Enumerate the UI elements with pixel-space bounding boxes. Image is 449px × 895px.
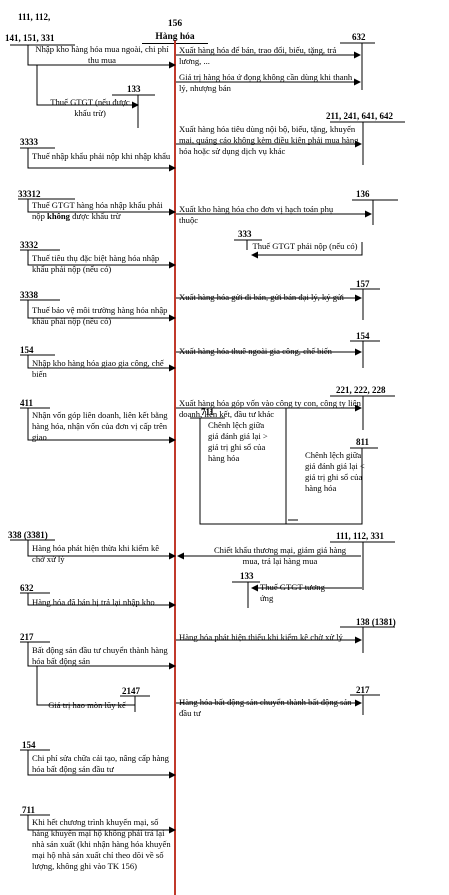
left-acc-13: 711 [22,805,36,815]
right-acc-6: 221, 222, 228 [336,385,386,395]
right-text-4: Xuất hàng hóa gửi đi bán, gửi bán đại lý… [179,292,345,302]
left-acc-2: 3333 [20,137,38,147]
left-text-10: Bất động sản đầu tư chuyển thành hàng hó… [32,645,168,666]
left-acc-4: 3332 [20,240,38,250]
right-text-3: Thuế GTGT phải nộp (nếu có) [252,241,358,251]
right-text-8: Chênh lệch giữa giá đánh giá lại < giá t… [305,450,365,493]
right-acc-11: 138 (1381) [356,617,396,627]
left-text-7: Nhận vốn góp liên doanh, liên kết bằng h… [32,410,168,442]
right-acc-1: 211, 241, 641, 642 [326,111,394,121]
arrow-154 [27,355,176,372]
left-text-5: Thuế bảo vệ môi trường hàng hóa nhập khẩ… [32,305,168,326]
left-acc-9: 632 [20,583,34,593]
left-text-1: Thuế GTGT (nếu được khấu trừ) [50,97,130,118]
right-text-1: Xuất hàng hóa tiêu dùng nội bộ, biếu, tặ… [179,124,359,156]
right-text-5: Xuất hàng hóa thuê ngoài gia công, chế b… [179,346,332,356]
header-left-accounts-1: 111, 112, [18,12,51,22]
right-acc-5: 154 [356,331,370,341]
arrow-217 [27,642,176,670]
left-text-2: Thuế nhập khẩu phải nộp khi nhập khẩu [32,151,171,161]
left-acc-12: 154 [22,740,36,750]
right-acc-3: 333 [238,229,252,239]
right-text-0: Xuất hàng hóa để bán, trao đổi, biếu, tặ… [179,45,337,66]
left-acc-7: 411 [20,398,34,408]
account-name: Hàng hóa [155,32,195,42]
right-acc-0: 632 [352,32,366,42]
arrow-632-left [27,593,176,609]
right-text-10: Thuế GTGT tương ứng [260,582,325,603]
arrow-411 [27,408,176,444]
right-acc-7: 711 [201,407,215,417]
left-acc-11: 2147 [122,686,140,696]
left-text-4: Thuế tiêu thụ đặc biệt hàng hóa nhập khẩ… [32,253,160,274]
stem-711 [199,418,282,525]
right-acc-9: 111, 112, 331 [336,531,385,541]
right-text-7: Chênh lệch giữa giá đánh giá lại > giá t… [208,420,268,463]
arrow-3338 [27,300,176,322]
arrow-711-bottom [27,815,176,834]
right-text-11: Hàng hóa phát hiện thiếu khi kiểm kê chờ… [179,632,343,642]
left-acc-5: 3338 [20,290,38,300]
arrow-3333 [27,148,176,172]
right-acc-10: 133 [240,571,254,581]
arrow-3332 [27,250,176,269]
left-text-12: Chi phí sửa chữa cải tạo, nâng cấp hàng … [32,753,169,774]
account-code: 156 [167,19,183,29]
branch-811 [285,408,298,525]
left-text-11: Giá trị hao mòn lũy kế [48,700,126,710]
left-text-9: Hàng hóa đã bán bị trả lại nhập kho [32,597,155,607]
right-acc-12: 217 [356,685,370,695]
arrow-33312 [27,199,176,216]
left-acc-8: 338 (3381) [8,530,48,540]
right-text-6: Xuất hàng hóa góp vốn vào công ty con, c… [179,398,361,419]
left-text-8: Hàng hóa phát hiện thừa khi kiểm kê chờ … [32,543,160,564]
right-text-0b: Giá trị hàng hóa ứ đọng không cần dùng k… [179,72,353,93]
arrow-154-bottom [27,750,176,779]
left-text-6: Nhập kho hàng hóa giao gia công, chế biế… [32,358,164,379]
right-acc-2: 136 [356,189,370,199]
right-text-12: Hàng hóa bất động sản chuyển thành bất đ… [179,697,352,718]
header-left-accounts-2: 141, 151, 331 [5,33,55,43]
arrow-nhap-kho [27,45,176,69]
left-text-0: Nhập kho hàng hóa mua ngoài, chi phí thu… [35,44,169,65]
right-text-9: Chiết khấu thương mại, giảm giá hàng mua… [213,545,347,566]
arrow-338 [27,540,176,560]
left-text-3: Thuế GTGT hàng hóa nhập khẩu phải nộp kh… [32,200,163,221]
left-acc-3: 33312 [18,189,41,199]
stem-811 [298,448,363,525]
right-text-2: Xuất kho hàng hóa cho đơn vị hạch toán p… [179,204,334,225]
right-acc-4: 157 [356,279,370,289]
arrow-thue-gtgt [36,65,139,109]
line-hao-mon [36,666,135,706]
left-acc-6: 154 [20,345,34,355]
left-text-13: Khi hết chương trình khuyến mại, số hàng… [32,817,171,871]
right-acc-8: 811 [356,437,370,447]
arrow-333 [251,242,363,259]
left-acc-10: 217 [20,632,34,642]
left-acc-1: 133 [127,84,141,94]
